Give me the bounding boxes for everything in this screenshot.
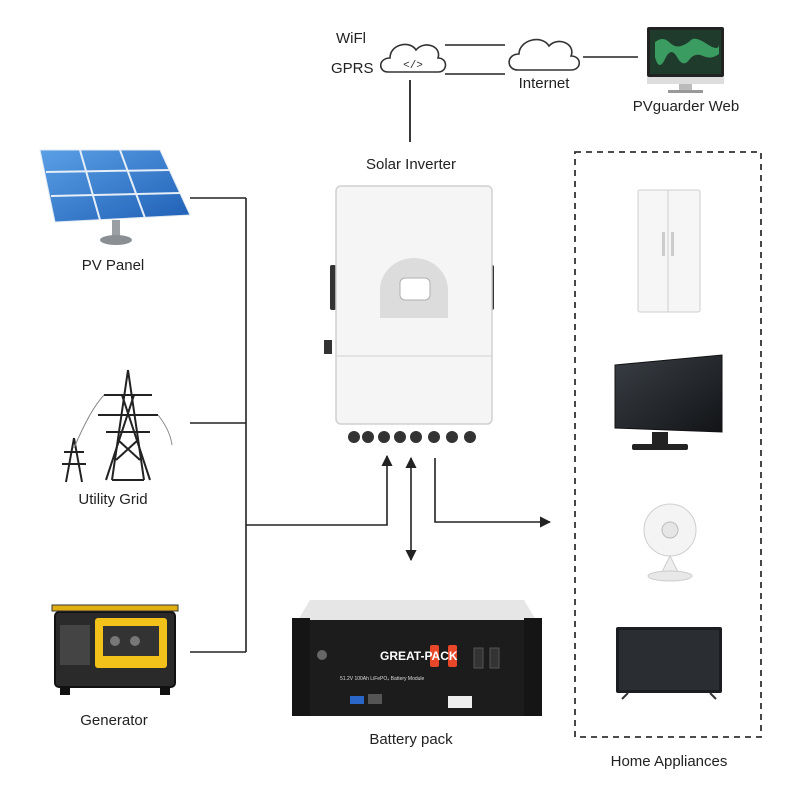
monitor-icon <box>647 27 724 93</box>
utility-grid-label: Utility Grid <box>78 491 148 508</box>
refrigerator-icon <box>637 189 701 313</box>
fan-icon <box>643 503 697 582</box>
web-label: PVguarder Web <box>632 98 740 115</box>
generator-label: Generator <box>80 712 148 729</box>
inverter-loads-arrow <box>434 458 552 528</box>
gprs-label: GPRS <box>331 60 374 77</box>
wifi-label: WiFl <box>336 30 366 47</box>
internet-cloud-icon <box>508 38 581 71</box>
solar-panel-icon <box>39 149 191 245</box>
appliances-dashed-box <box>574 151 762 738</box>
source-bus <box>190 197 393 653</box>
inverter-label: Solar Inverter <box>365 156 457 173</box>
solar-inverter-icon <box>324 185 494 443</box>
power-tower-icon <box>62 369 173 483</box>
wifi-cloud-icon: </> <box>379 43 447 73</box>
svg-text:</>: </> <box>403 60 423 72</box>
battery-brand: GREAT-PACK <box>380 649 458 663</box>
home-appliances-label: Home Appliances <box>610 753 728 770</box>
battery-pack-icon <box>292 600 542 716</box>
battery-pack-label: Battery pack <box>369 731 453 748</box>
television-icon <box>616 627 722 700</box>
internet-label: Internet <box>518 75 570 92</box>
generator-icon <box>51 604 179 695</box>
pv-panel-label: PV Panel <box>81 257 145 274</box>
battery-spec: 51.2V 100Ah LiFePO₄ Battery Module <box>340 676 425 682</box>
monitor-appliance-icon <box>614 354 723 450</box>
